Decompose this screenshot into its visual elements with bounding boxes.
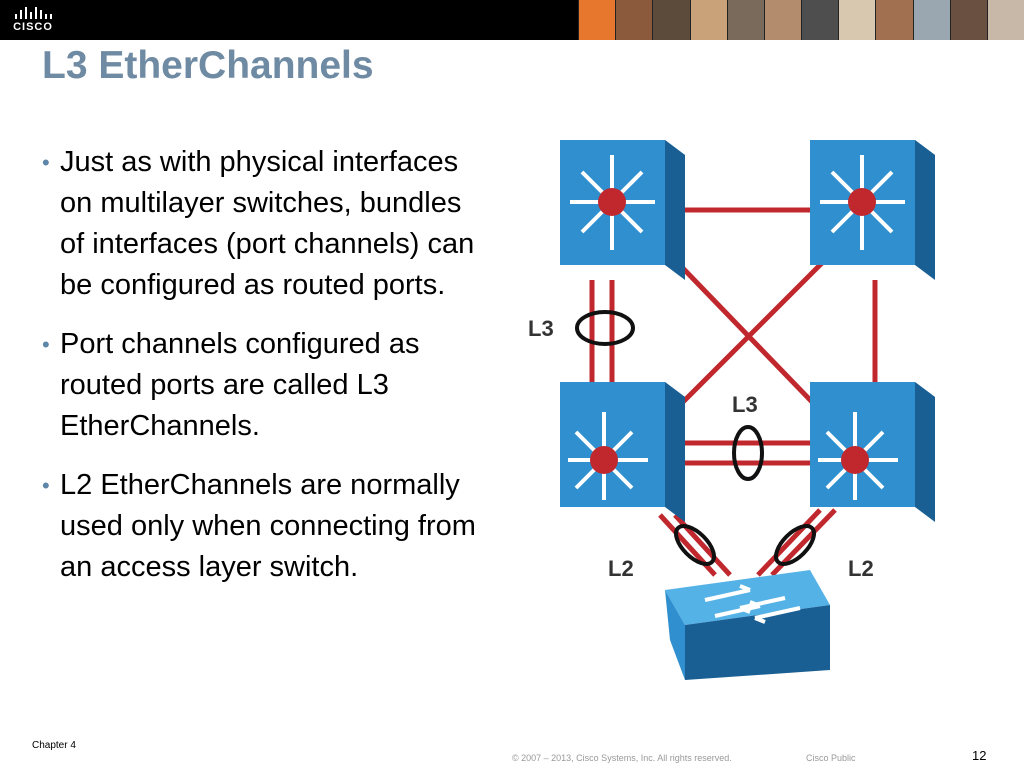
header-photo [875, 0, 913, 40]
cisco-logo-bars-icon [15, 7, 52, 19]
header-photo [578, 0, 616, 40]
header-photo [763, 0, 802, 40]
classification-label: Cisco Public [806, 753, 856, 763]
chapter-label: Chapter 4 [32, 740, 76, 751]
link-cross-a [673, 258, 817, 407]
multilayer-switch-bottom-right [810, 382, 935, 522]
header-photo [912, 0, 950, 40]
link-cross-b [678, 258, 827, 407]
bullet-marker: • [42, 473, 50, 498]
bullet-text: Just as with physical interfaces on mult… [60, 146, 475, 301]
page-number: 12 [972, 748, 987, 763]
bullet-text: L2 EtherChannels are normally used only … [60, 469, 476, 583]
bullet-marker: • [42, 332, 50, 357]
links [589, 207, 878, 577]
header-photo [986, 0, 1024, 40]
slide-title: L3 EtherChannels [42, 44, 374, 87]
channel-oval-l2-left [674, 524, 716, 566]
etherchannel-topology-diagram: L3 L3 L2 L2 [528, 140, 935, 680]
header-photo [801, 0, 839, 40]
header-photo [615, 0, 653, 40]
header-photo [689, 0, 727, 40]
header-photo [726, 0, 764, 40]
bullet-item: • Just as with physical interfaces on mu… [42, 142, 482, 306]
multilayer-switch-top-left [560, 140, 685, 280]
channel-oval-l2-right [774, 524, 816, 566]
header-photo [949, 0, 987, 40]
bullet-list: • Just as with physical interfaces on mu… [42, 142, 482, 606]
channel-oval-l3-center [732, 425, 764, 481]
label-l3-left: L3 [528, 316, 554, 341]
copyright-text: © 2007 – 2013, Cisco Systems, Inc. All r… [512, 753, 732, 763]
multilayer-switch-top-right [810, 140, 935, 280]
header-photo [838, 0, 876, 40]
label-l3-center: L3 [732, 392, 758, 417]
logo-text: CISCO [13, 21, 53, 33]
bullet-item: • Port channels configured as routed por… [42, 324, 482, 447]
header-bar: CISCO [0, 0, 1024, 40]
bullet-text: Port channels configured as routed ports… [60, 328, 420, 442]
header-photo [652, 0, 690, 40]
bullet-item: • L2 EtherChannels are normally used onl… [42, 465, 482, 588]
switch-arrows-icon [704, 584, 801, 624]
multilayer-switch-bottom-left [560, 382, 685, 522]
access-layer-switch [665, 570, 830, 680]
label-l2-left: L2 [608, 556, 634, 581]
bullet-marker: • [42, 150, 50, 175]
channel-oval-l3-left [575, 310, 635, 346]
cisco-logo: CISCO [8, 4, 58, 36]
header-photo-strip [578, 0, 1024, 40]
link-l2-right-a [756, 508, 822, 577]
label-l2-right: L2 [848, 556, 874, 581]
